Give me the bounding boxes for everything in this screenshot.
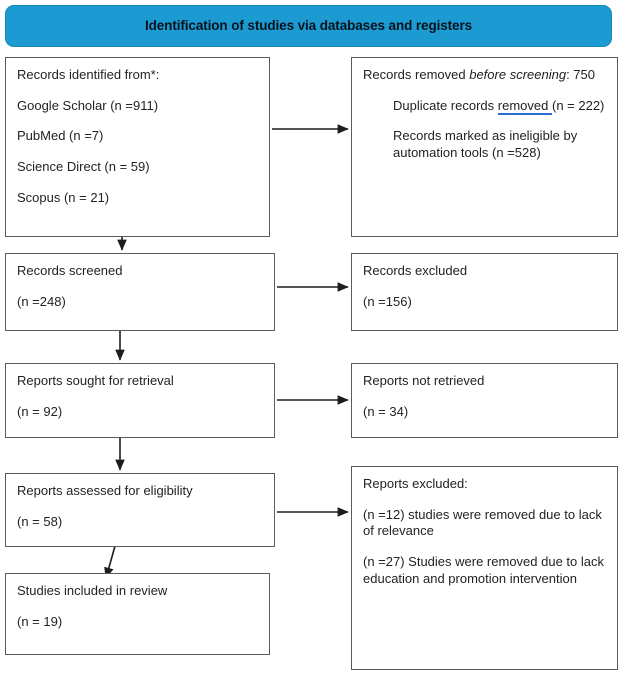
box-records-excluded: Records excluded (n =156) bbox=[351, 253, 618, 331]
records-marked-ineligible: Records marked as ineligible by automati… bbox=[393, 128, 578, 160]
box-reports-excluded: Reports excluded: (n =12) studies were r… bbox=[351, 466, 618, 670]
records-removed-heading-italic: before screening bbox=[469, 67, 567, 82]
source-google-scholar: Google Scholar (n =911) bbox=[17, 97, 159, 113]
reports-not-retrieved-count: (n = 34) bbox=[363, 403, 409, 419]
records-identified-heading: Records identified from*: bbox=[17, 67, 160, 82]
duplicate-records-removed: Duplicate records removed (n = 222) bbox=[363, 97, 606, 115]
box-records-removed-before-screening: Records removed before screening: 750 Du… bbox=[351, 57, 618, 237]
reports-excluded-heading: Reports excluded: bbox=[363, 476, 468, 491]
reports-excluded-reason-2: (n =27) Studies were removed due to lack… bbox=[363, 553, 604, 586]
box-reports-not-retrieved: Reports not retrieved (n = 34) bbox=[351, 363, 618, 438]
box-reports-assessed-for-eligibility: Reports assessed for eligibility (n = 58… bbox=[5, 473, 275, 547]
diagram-header-banner: Identification of studies via databases … bbox=[5, 5, 612, 47]
source-pubmed: PubMed (n =7) bbox=[17, 128, 104, 144]
records-excluded-label: Records excluded bbox=[363, 263, 468, 278]
source-science-direct: Science Direct (n = 59) bbox=[17, 158, 150, 174]
duplicate-records-text-after: (n = 222) bbox=[551, 97, 605, 113]
box-studies-included-in-review: Studies included in review (n = 19) bbox=[5, 573, 270, 655]
box-reports-sought-for-retrieval: Reports sought for retrieval (n = 92) bbox=[5, 363, 275, 438]
records-screened-label: Records screened bbox=[17, 263, 123, 278]
reports-assessed-label: Reports assessed for eligibility bbox=[17, 483, 193, 498]
reports-sought-count: (n = 92) bbox=[17, 403, 63, 419]
source-scopus: Scopus (n = 21) bbox=[17, 189, 110, 205]
box-records-screened: Records screened (n =248) bbox=[5, 253, 275, 331]
reports-excluded-reason-1: (n =12) studies were removed due to lack… bbox=[363, 506, 602, 539]
spellcheck-underlined-word[interactable]: removed bbox=[497, 97, 552, 115]
duplicate-records-text-before: Duplicate records bbox=[393, 97, 498, 113]
studies-included-label: Studies included in review bbox=[17, 583, 168, 598]
records-removed-heading: Records removed before screening: 750 bbox=[363, 67, 606, 84]
banner-title: Identification of studies via databases … bbox=[144, 17, 473, 33]
records-excluded-count: (n =156) bbox=[363, 293, 412, 309]
box-records-identified: Records identified from*: Google Scholar… bbox=[5, 57, 270, 237]
reports-sought-label: Reports sought for retrieval bbox=[17, 373, 174, 388]
reports-assessed-count: (n = 58) bbox=[17, 513, 63, 529]
records-removed-heading-prefix: Records removed bbox=[363, 67, 470, 82]
reports-not-retrieved-label: Reports not retrieved bbox=[363, 373, 485, 388]
studies-included-count: (n = 19) bbox=[17, 613, 63, 629]
records-removed-heading-suffix: : 750 bbox=[566, 67, 595, 82]
records-screened-count: (n =248) bbox=[17, 293, 66, 309]
